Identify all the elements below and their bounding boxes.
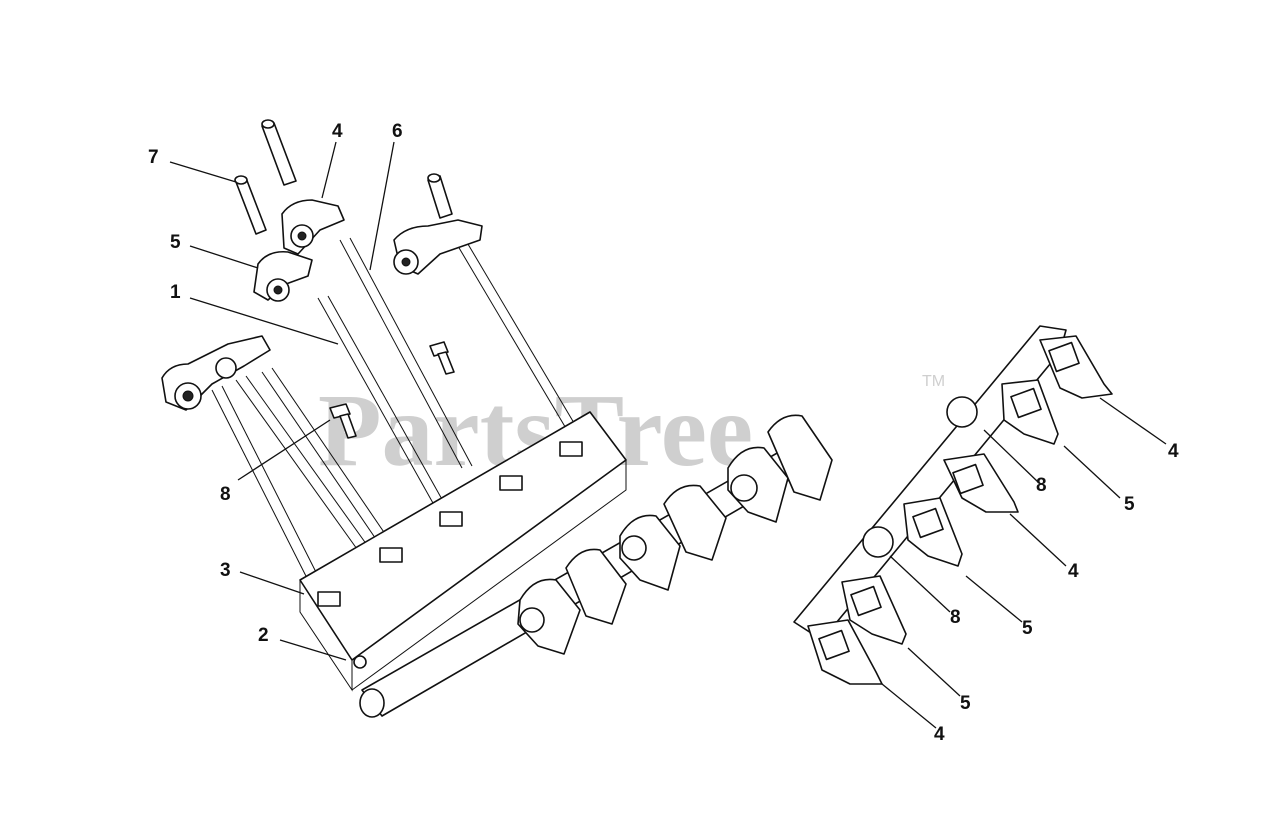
rocker-arm-part[interactable] <box>1039 335 1113 399</box>
rocker-arm-part[interactable] <box>161 335 271 411</box>
bolt-part[interactable] <box>427 173 453 219</box>
rocker-arm-part[interactable] <box>903 497 963 567</box>
flange-bolt-part[interactable] <box>329 403 357 439</box>
leader-lines <box>169 141 1167 729</box>
rocker-arm-part[interactable] <box>281 199 345 255</box>
rocker-arm-part[interactable] <box>943 453 1019 513</box>
callout-4[interactable]: 4 <box>1068 561 1079 582</box>
callout-6[interactable]: 6 <box>392 121 403 142</box>
callout-2[interactable]: 2 <box>258 625 269 646</box>
rocker-arm-part[interactable] <box>253 250 313 302</box>
callout-8[interactable]: 8 <box>1036 475 1047 496</box>
callouts: 7 4 6 5 1 8 3 2 4 8 5 4 8 5 5 4 <box>148 121 1179 745</box>
callout-1[interactable]: 1 <box>170 282 181 303</box>
rocker-arm-part[interactable] <box>393 219 483 275</box>
callout-5[interactable]: 5 <box>170 232 181 253</box>
callout-5[interactable]: 5 <box>1124 494 1135 515</box>
rocker-arm-part[interactable] <box>807 619 883 685</box>
guide-plate-part[interactable] <box>299 411 627 692</box>
rocker-arm-part[interactable] <box>1001 379 1059 445</box>
pushrods[interactable] <box>211 233 591 589</box>
flange-bolt-part[interactable] <box>429 341 455 375</box>
callout-5[interactable]: 5 <box>960 693 971 714</box>
callout-3[interactable]: 3 <box>220 560 231 581</box>
rocker-shaft-assembly[interactable] <box>359 414 833 718</box>
callout-4[interactable]: 4 <box>934 724 945 745</box>
rocker-arm-part[interactable] <box>841 575 907 645</box>
exploded-parts <box>161 119 833 718</box>
assembled-rocker-set[interactable] <box>793 325 1113 685</box>
bolt-part[interactable] <box>261 119 297 186</box>
bolt-part[interactable] <box>234 175 267 235</box>
callout-7[interactable]: 7 <box>148 147 159 168</box>
callout-4[interactable]: 4 <box>332 121 343 142</box>
callout-8[interactable]: 8 <box>220 484 231 505</box>
callout-5[interactable]: 5 <box>1022 618 1033 639</box>
callout-8[interactable]: 8 <box>950 607 961 628</box>
callout-4[interactable]: 4 <box>1168 441 1179 462</box>
watermark-trademark: TM <box>922 373 945 390</box>
